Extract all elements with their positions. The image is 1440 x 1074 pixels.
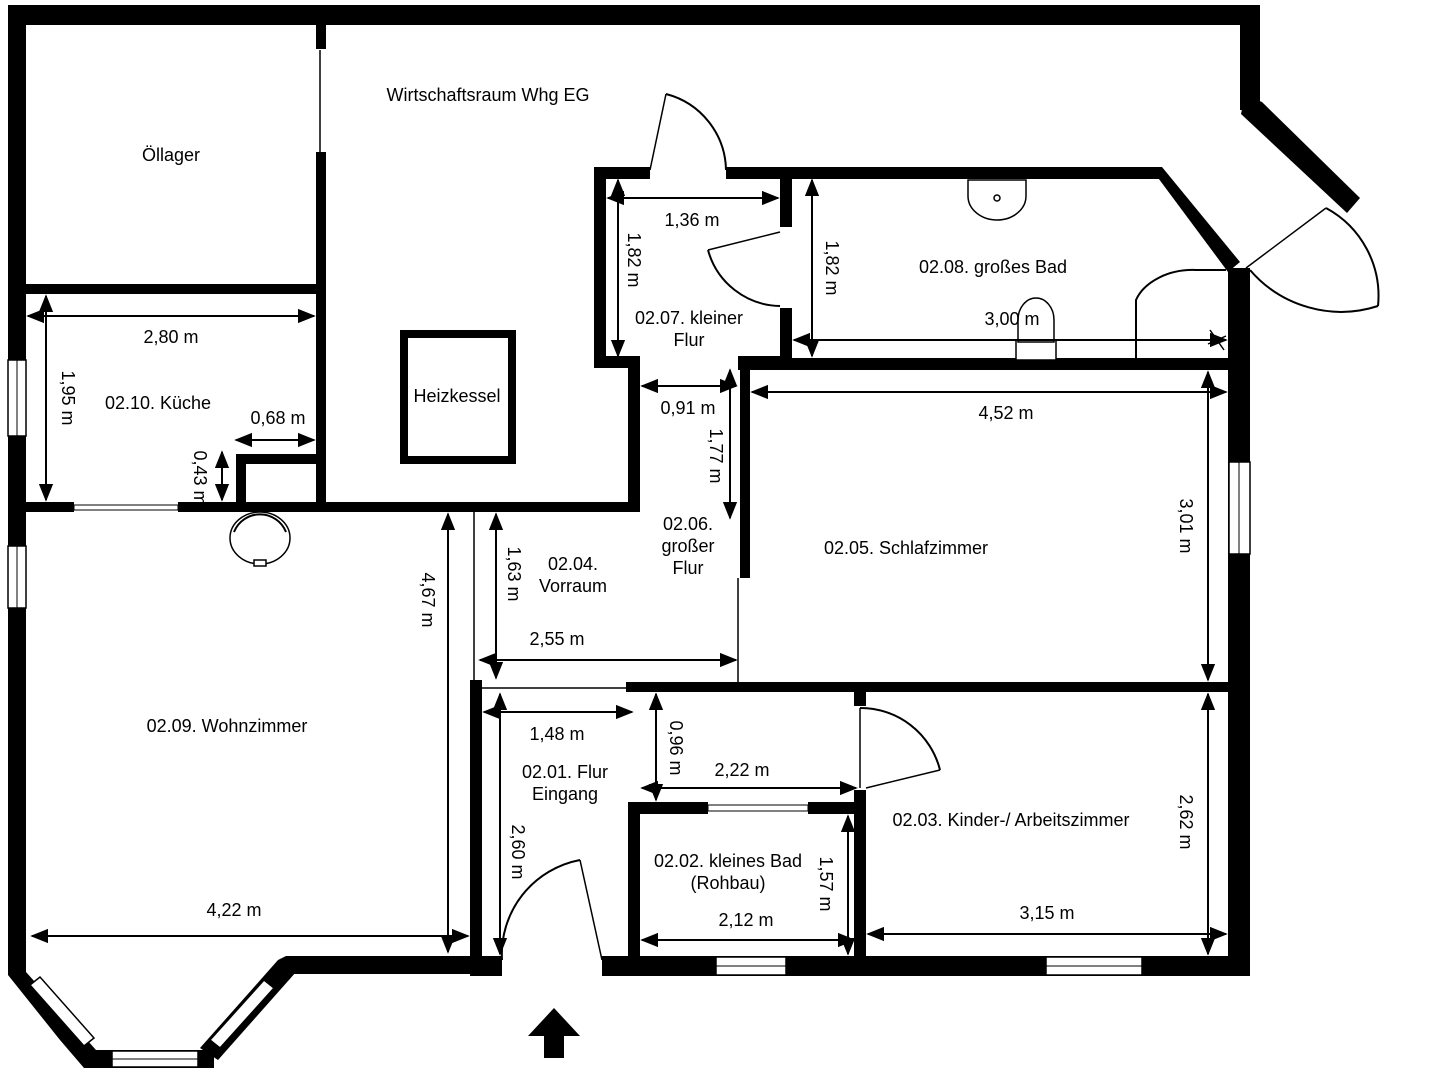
room-labels: Öllager Wirtschaftsraum Whg EG Heizkesse… <box>105 85 1130 893</box>
fixtures <box>229 179 1227 1058</box>
room-label-grosser-flur: großer <box>661 536 714 556</box>
dim-label: 1,48 m <box>529 724 584 744</box>
dim-label: 0,68 m <box>250 408 305 428</box>
entrance-arrow-icon <box>528 1008 580 1058</box>
dim-label: 2,62 m <box>1176 794 1196 849</box>
door-swing-icon <box>1245 207 1380 313</box>
dim-label: 4,52 m <box>978 403 1033 423</box>
dim-label: 0,43 m <box>190 450 210 505</box>
room-label-flur-eingang: Eingang <box>532 784 598 804</box>
dim-label: 1,82 m <box>822 240 842 295</box>
doors <box>319 50 1380 961</box>
room-label-vorraum: 02.04. <box>548 554 598 574</box>
dim-label: 2,12 m <box>718 910 773 930</box>
sink-icon <box>967 179 1027 221</box>
dim-label: 1,36 m <box>664 210 719 230</box>
dim-label: 3,15 m <box>1019 903 1074 923</box>
dim-label: 0,96 m <box>666 720 686 775</box>
dim-label: 1,63 m <box>504 546 524 601</box>
dim-label: 1,82 m <box>624 232 644 287</box>
dim-label: 1,57 m <box>816 856 836 911</box>
toilet-icon <box>1015 297 1057 361</box>
dim-label: 4,67 m <box>418 572 438 627</box>
dim-label: 1,95 m <box>58 370 78 425</box>
dimension-lines <box>26 178 1228 956</box>
dim-label: 2,55 m <box>529 629 584 649</box>
room-label-wirtschaftsraum: Wirtschaftsraum Whg EG <box>386 85 589 105</box>
room-label-kleines-bad: 02.02. kleines Bad <box>654 851 802 871</box>
door-swing-icon <box>649 93 727 171</box>
room-label-kleiner-flur: Flur <box>674 330 705 350</box>
room-label-kleiner-flur: 02.07. kleiner <box>635 308 743 328</box>
dim-label: 2,22 m <box>714 760 769 780</box>
room-label-schlafzimmer: 02.05. Schlafzimmer <box>824 538 988 558</box>
room-label-heizkessel: Heizkessel <box>413 386 500 406</box>
dim-label: 3,00 m <box>984 309 1039 329</box>
dim-label: 0,91 m <box>660 398 715 418</box>
door-swing-icon <box>859 706 941 789</box>
room-label-kinderzimmer: 02.03. Kinder-/ Arbeitszimmer <box>892 810 1129 830</box>
room-label-grosser-flur: Flur <box>673 558 704 578</box>
door-swing-icon <box>707 231 781 307</box>
room-label-wohnzimmer: 02.09. Wohnzimmer <box>147 716 308 736</box>
room-label-kleines-bad: (Rohbau) <box>690 873 765 893</box>
room-label-vorraum: Vorraum <box>539 576 607 596</box>
room-label-oellager: Öllager <box>142 145 200 165</box>
room-label-grosser-flur: 02.06. <box>663 514 713 534</box>
room-label-grosses-bad: 02.08. großes Bad <box>919 257 1067 277</box>
dim-label: 1,77 m <box>706 428 726 483</box>
dim-label: 2,80 m <box>143 327 198 347</box>
windows <box>7 359 1251 1068</box>
round-table-icon <box>229 511 291 567</box>
room-label-flur-eingang: 02.01. Flur <box>522 762 608 782</box>
dim-label: 2,60 m <box>508 824 528 879</box>
room-label-kueche: 02.10. Küche <box>105 393 211 413</box>
dimension-labels: 2,80 m 1,95 m 0,68 m 0,43 m 4,22 m 4,67 … <box>58 210 1196 930</box>
dim-label: 4,22 m <box>206 900 261 920</box>
dim-label: 3,01 m <box>1176 498 1196 553</box>
shower-icon <box>1135 268 1227 358</box>
